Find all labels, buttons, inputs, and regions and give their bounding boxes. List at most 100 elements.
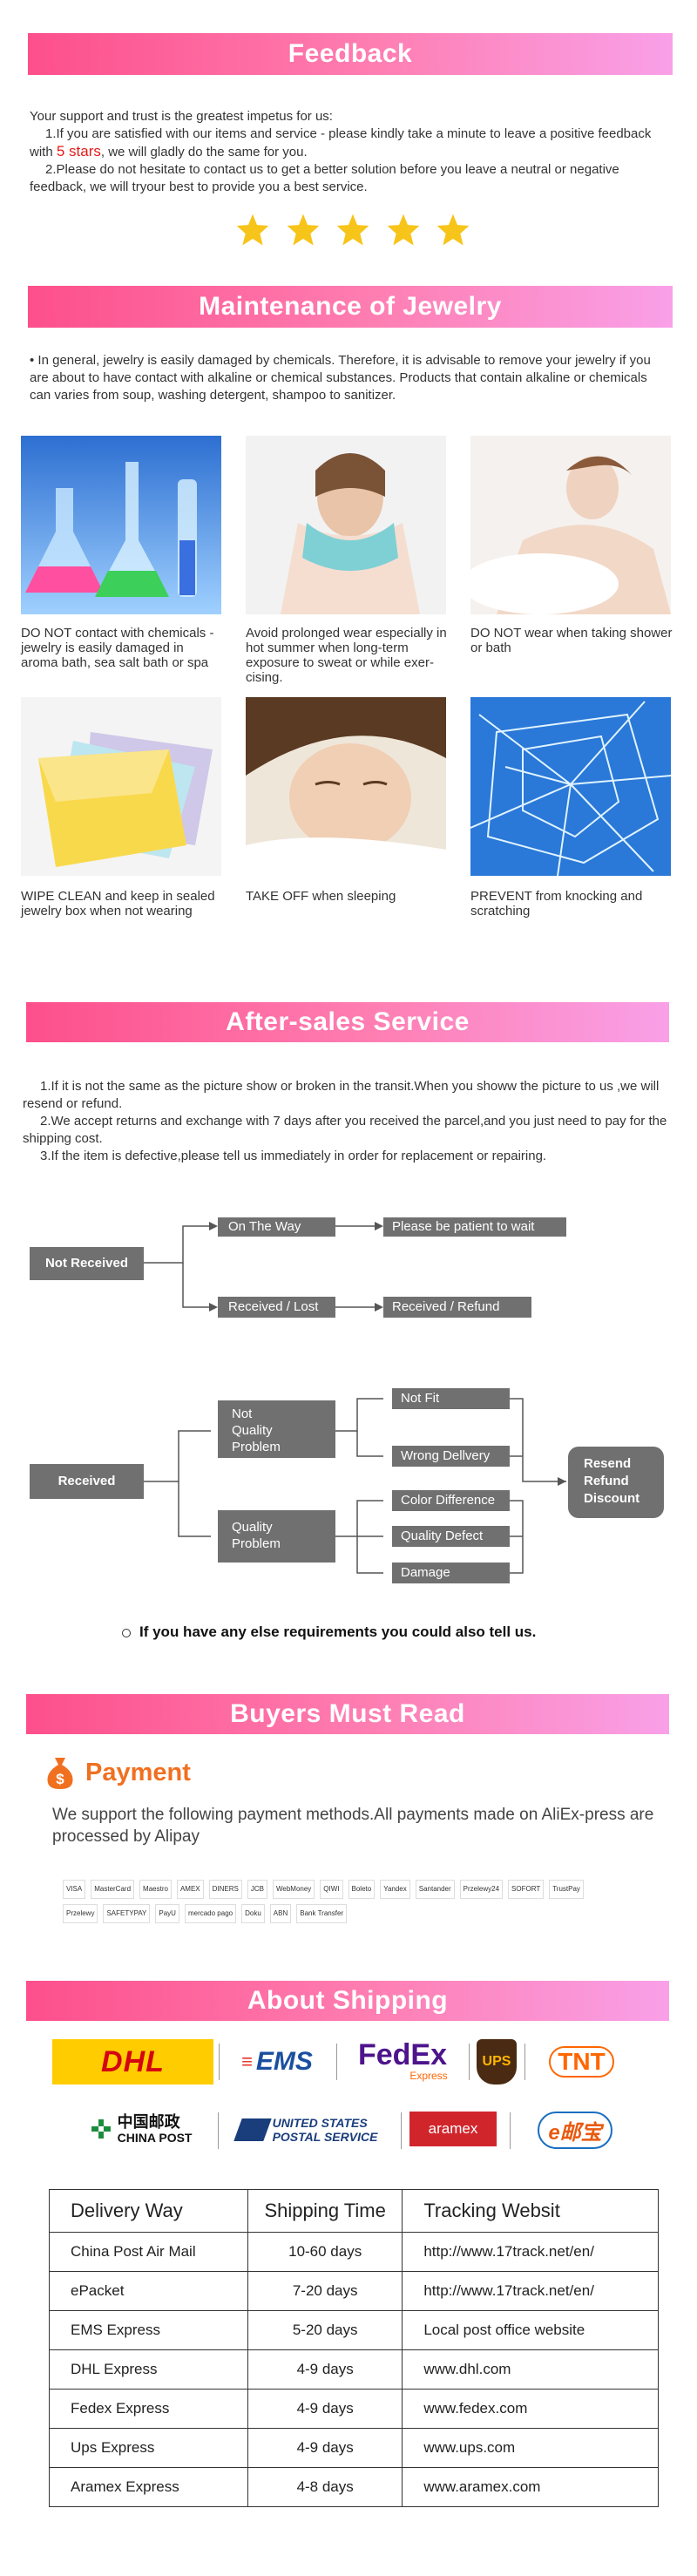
feedback-line1: 1.If you are satisfied with our items an… xyxy=(30,126,652,159)
payment-logo: QIWI xyxy=(320,1880,343,1899)
china-post-icon: ✜ xyxy=(90,2115,112,2145)
table-header-cell: Shipping Time xyxy=(247,2189,403,2233)
buyers-banner: Buyers Must Read xyxy=(26,1694,669,1734)
tip-caption: DO NOT wear when taking shower or bath xyxy=(470,626,673,655)
table-cell: China Post Air Mail xyxy=(48,2232,249,2272)
money-bag-icon: $ xyxy=(47,1758,73,1789)
tnt-logo: TNT xyxy=(540,2039,623,2085)
tip-caption: PREVENT from knocking and scratching xyxy=(470,889,643,919)
tip-caption: Avoid prolonged wear especially in hot s… xyxy=(246,626,447,685)
aftersales-line3: 3.If the item is defective,please tell u… xyxy=(40,1149,547,1163)
flow-not-quality-problem: Not Quality Problem xyxy=(218,1400,335,1458)
payment-text: We support the following payment methods… xyxy=(52,1806,654,1846)
table-cell: 4-9 days xyxy=(247,2389,403,2429)
table-cell: www.aramex.com xyxy=(402,2467,659,2507)
table-cell: 4-9 days xyxy=(247,2349,403,2390)
payment-logo: mercado pago xyxy=(184,1904,237,1923)
feedback-text: Your support and trust is the greatest i… xyxy=(30,108,670,196)
svg-text:$: $ xyxy=(56,1771,64,1787)
flow-quality-defect: Quality Defect xyxy=(392,1526,510,1547)
aftersales-text: 1.If it is not the same as the picture s… xyxy=(23,1078,667,1165)
feedback-intro: Your support and trust is the greatest i… xyxy=(30,109,333,124)
aftersales-banner: After-sales Service xyxy=(26,1002,669,1042)
payment-logo: Bank Transfer xyxy=(296,1904,348,1923)
flow-wrong-delivery: Wrong Dellvery xyxy=(392,1446,510,1467)
payment-logo: Boleto xyxy=(348,1880,376,1899)
table-cell: 10-60 days xyxy=(247,2232,403,2272)
logo-divider xyxy=(219,2044,220,2080)
flow-received-lost: Received / Lost xyxy=(218,1297,335,1318)
star-icon xyxy=(236,214,269,246)
payment-logo: Przelewy xyxy=(63,1904,98,1923)
table-cell: DHL Express xyxy=(48,2349,249,2390)
payment-logo: SOFORT xyxy=(508,1880,545,1899)
table-header-cell: Tracking Websit xyxy=(402,2189,659,2233)
table-cell: 5-20 days xyxy=(247,2310,403,2350)
aramex-logo: aramex xyxy=(409,2112,497,2146)
cleaning-cloth-image xyxy=(21,697,221,876)
logo-divider xyxy=(401,2112,402,2149)
table-cell: Fedex Express xyxy=(48,2389,249,2429)
payment-logo: Doku xyxy=(241,1904,265,1923)
star-icon xyxy=(287,214,319,246)
payment-logo: JCB xyxy=(247,1880,267,1899)
payment-logo: Yandex xyxy=(380,1880,410,1899)
flow-not-received: Not Received xyxy=(30,1247,144,1280)
rating-stars xyxy=(235,213,470,254)
logo-divider xyxy=(469,2044,470,2080)
cracked-glass-image xyxy=(470,697,671,876)
flow-not-fit: Not Fit xyxy=(392,1388,510,1409)
ems-logo: ≡EMS xyxy=(241,2047,313,2076)
aftersales-line2: 2.We accept returns and exchange with 7 … xyxy=(23,1114,667,1146)
woman-bath-image xyxy=(470,436,671,614)
maintenance-intro: • In general, jewelry is easily damaged … xyxy=(30,353,651,403)
maintenance-banner: Maintenance of Jewelry xyxy=(28,286,673,328)
tip-caption: TAKE OFF when sleeping xyxy=(246,889,396,904)
table-cell: ePacket xyxy=(48,2271,249,2311)
flow-received: Received xyxy=(30,1464,144,1499)
flow-received-refund: Received / Refund xyxy=(383,1297,531,1318)
payment-logo: Przelewy24 xyxy=(459,1880,504,1899)
table-cell: Local post office website xyxy=(402,2310,659,2350)
chemical-flasks-image xyxy=(21,436,221,614)
star-icon xyxy=(336,214,369,246)
table-cell: www.dhl.com xyxy=(402,2349,659,2390)
table-cell: 7-20 days xyxy=(247,2271,403,2311)
logo-divider xyxy=(510,2112,511,2149)
ups-logo: UPS xyxy=(477,2039,517,2085)
china-post-logo: ✜ 中国邮政 CHINA POST xyxy=(90,2113,193,2145)
flow-color-difference: Color Difference xyxy=(392,1490,510,1511)
star-icon xyxy=(436,214,470,246)
payment-logo: SAFETYPAY xyxy=(103,1904,151,1923)
usps-logo: UNITED STATES POSTAL SERVICE xyxy=(225,2107,390,2152)
payment-logo: TrustPay xyxy=(549,1880,584,1899)
table-cell: Ups Express xyxy=(48,2428,249,2468)
payment-logo: WebMoney xyxy=(272,1880,315,1899)
star-icon xyxy=(387,214,419,246)
payment-heading: $ Payment xyxy=(45,1755,191,1790)
payment-logo: ABN xyxy=(269,1904,292,1923)
table-cell: www.fedex.com xyxy=(402,2389,659,2429)
feedback-banner: Feedback xyxy=(28,33,673,75)
table-cell: 4-8 days xyxy=(247,2467,403,2507)
aftersales-note: If you have any else requirements you co… xyxy=(122,1624,536,1641)
tip-caption: WIPE CLEAN and keep in sealed jewelry bo… xyxy=(21,889,215,919)
sleeping-woman-image xyxy=(246,697,446,876)
logo-divider xyxy=(218,2112,219,2149)
fedex-logo: FedEx Express xyxy=(357,2038,448,2082)
logo-divider xyxy=(524,2044,525,2080)
payment-logo: MasterCard xyxy=(91,1880,135,1899)
table-cell: http://www.17track.net/en/ xyxy=(402,2271,659,2311)
aftersales-line1: 1.If it is not the same as the picture s… xyxy=(23,1079,660,1111)
